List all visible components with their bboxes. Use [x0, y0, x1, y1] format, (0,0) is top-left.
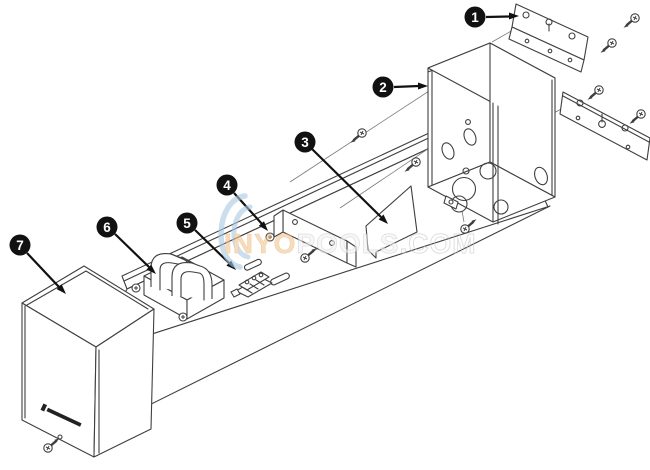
chassis-slot [243, 258, 262, 271]
callout-badge [464, 6, 486, 28]
screw-icon [42, 437, 61, 454]
screw-icon [586, 84, 605, 102]
watermark-text: INYOPOOLS.COM [224, 228, 477, 259]
callout-badge [176, 212, 198, 234]
brand-logo [40, 403, 82, 427]
callout-number: 2 [379, 80, 387, 95]
screw-icon [622, 12, 641, 29]
callout-number: 6 [103, 220, 111, 235]
terminal-block [230, 271, 273, 298]
callout-7: 7 [9, 234, 66, 294]
callout-badge [372, 76, 394, 98]
callout-badge [216, 174, 238, 196]
mounting-bracket-right [559, 91, 650, 161]
watermark: INYOPOOLS.COM [218, 193, 477, 270]
enclosure-cover [21, 265, 155, 458]
mounting-bracket-top [508, 3, 589, 73]
callout-number: 7 [16, 238, 24, 253]
callout-6: 6 [96, 216, 156, 274]
mounting-plate [273, 209, 357, 268]
screw-icon [599, 37, 618, 54]
callout-number: 5 [183, 216, 191, 231]
divider-panel [365, 185, 418, 259]
callout-number: 4 [223, 178, 231, 193]
callout-number: 3 [301, 135, 309, 150]
screw-icon [178, 312, 188, 322]
screw-icon [628, 108, 647, 126]
callout-badge [96, 216, 118, 238]
screw-icon [131, 283, 141, 293]
watermark-swirl-icon [218, 193, 253, 270]
callout-3: 3 [294, 131, 388, 224]
callout-number: 1 [471, 10, 479, 25]
callout-badge [9, 234, 31, 256]
screw-icon [349, 127, 368, 145]
callout-badge [294, 131, 316, 153]
junction-box [427, 42, 556, 225]
callout-2: 2 [372, 76, 428, 98]
callout-1: 1 [464, 6, 519, 28]
